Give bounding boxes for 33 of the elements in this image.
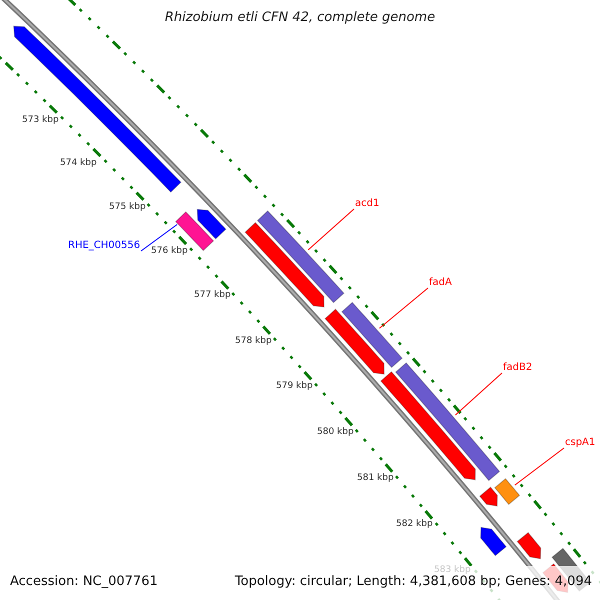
genome-summary: Topology: circular; Length: 4,381,608 bp; Genes: 4,094	[234, 575, 592, 588]
gene-feature	[196, 208, 226, 240]
scale-label: 582 kbp	[396, 520, 433, 529]
gene-block	[395, 362, 500, 482]
gene-feature	[13, 26, 182, 193]
scale-label: 576 kbp	[151, 247, 188, 256]
leader-line	[454, 372, 502, 416]
scale-label: 578 kbp	[235, 337, 272, 346]
gene-block	[256, 210, 345, 304]
gene-label: acd1	[355, 199, 380, 209]
gene-label: fadA	[429, 278, 452, 288]
scale-label: 581 kbp	[357, 474, 394, 483]
gene-feature	[480, 526, 507, 556]
gene-block	[494, 478, 520, 506]
gene-label: RHE_CH00556	[68, 241, 140, 251]
title: Rhizobium etli CFN 42, complete genome	[164, 11, 436, 24]
leader-line	[308, 208, 354, 250]
scale-label: 574 kbp	[60, 159, 97, 168]
scale-label: 575 kbp	[109, 203, 146, 212]
scale-label: 579 kbp	[276, 382, 313, 391]
scale-label: 580 kbp	[317, 428, 354, 437]
scale-label: 573 kbp	[22, 116, 59, 125]
gene-label: cspA1	[565, 438, 596, 448]
gene-feature	[324, 308, 385, 375]
gene-label: fadB2	[503, 363, 532, 373]
accession-text: Accession: NC_007761	[10, 575, 158, 588]
gene-feature	[516, 532, 542, 560]
leader-line	[140, 224, 178, 252]
leader-line	[378, 288, 428, 329]
gene-feature	[479, 486, 498, 507]
scale-label: 577 kbp	[194, 291, 231, 300]
gene-feature	[244, 222, 325, 308]
gene-block	[341, 302, 403, 368]
